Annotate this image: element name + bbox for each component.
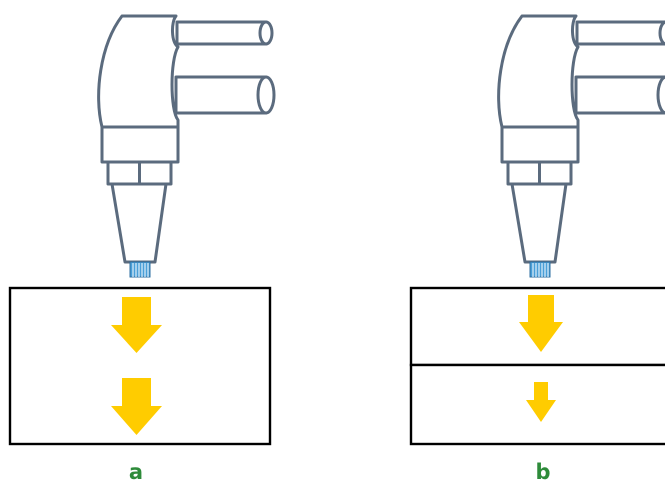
down-arrow-icon — [519, 295, 563, 352]
panel-label-b: b — [535, 460, 551, 484]
down-arrow-icon — [111, 297, 162, 353]
down-arrow-icon — [111, 378, 162, 435]
ultrasonic-transducer-icon — [97, 14, 276, 279]
down-arrow-icon — [526, 382, 556, 422]
panel-a — [8, 14, 276, 446]
panel-label-a: a — [128, 460, 144, 484]
ultrasonic-transducer-icon — [497, 14, 665, 279]
panel-b — [409, 14, 665, 446]
